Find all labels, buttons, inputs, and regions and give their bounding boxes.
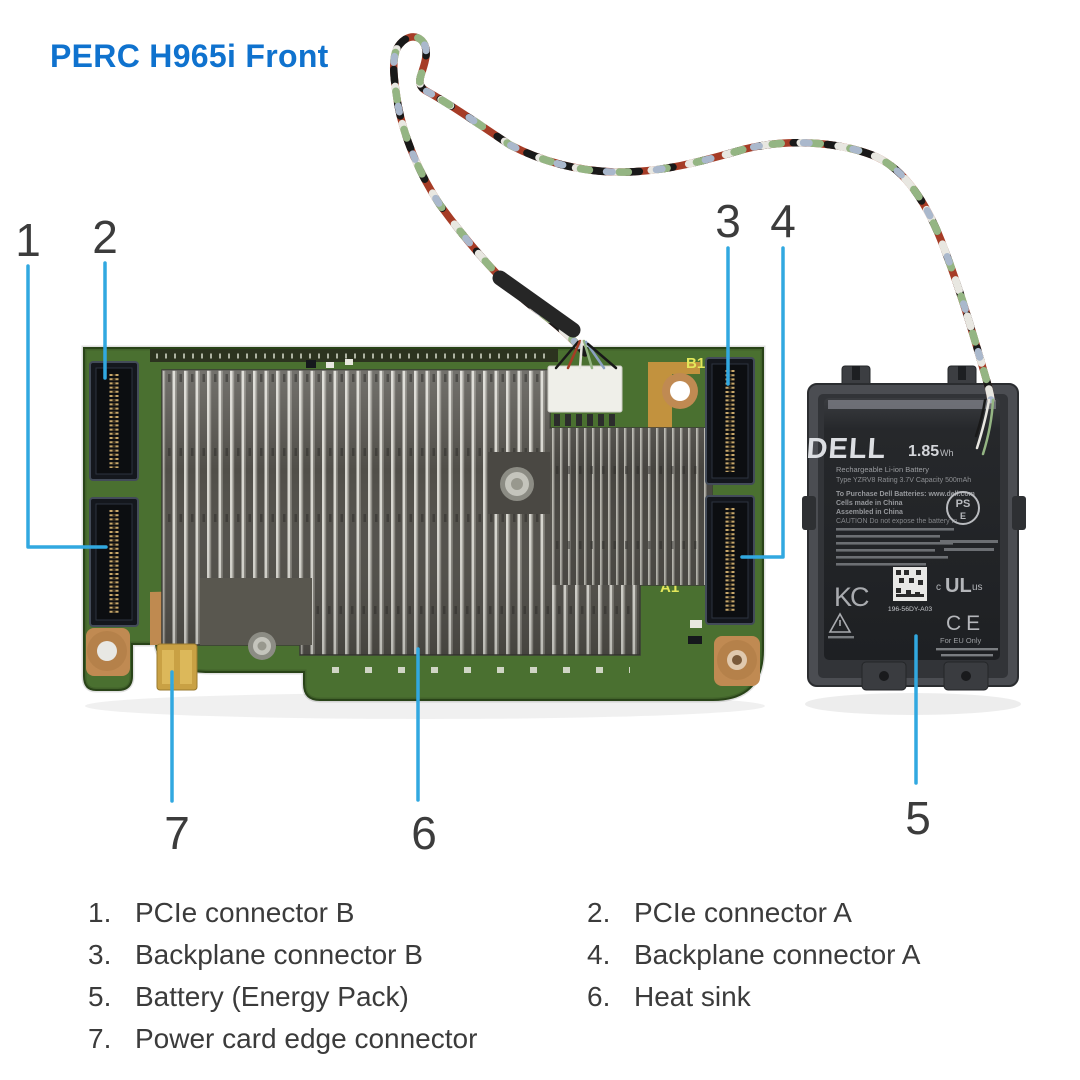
legend-item-4: 4. Backplane connector A	[587, 939, 920, 981]
mounting-hole-bottom-right	[717, 640, 757, 680]
warning-triangle-icon	[828, 612, 852, 633]
fine-print-bars	[836, 528, 998, 566]
legend-item-label: Backplane connector A	[634, 939, 921, 970]
leader-lines	[26, 246, 918, 803]
battery: DELL 1.85 Wh Rechargeable Li-ion Battery…	[802, 365, 1026, 691]
backplane-connector-b	[705, 357, 755, 485]
battery-capacity: 1.85	[908, 443, 939, 460]
svg-text:E: E	[960, 511, 966, 521]
battery-cable-connector	[547, 365, 623, 426]
callout-number-1: 1	[15, 214, 41, 266]
legend-item-number: 2.	[587, 897, 611, 928]
callout-number-3: 3	[715, 195, 741, 247]
legend-column-right: 2. PCIe connector A 4. Backplane connect…	[587, 897, 920, 1065]
qr-code-icon	[893, 567, 927, 601]
battery-text-line3: To Purchase Dell Batteries: www.dell.com	[836, 491, 975, 498]
legend-item-7: 7. Power card edge connector	[88, 1023, 587, 1065]
leader-line-1	[26, 264, 108, 549]
legend-item-label: Power card edge connector	[135, 1023, 478, 1054]
eu-address-bars	[936, 648, 998, 657]
battery-label: DELL 1.85 Wh Rechargeable Li-ion Battery…	[805, 433, 998, 657]
battery-clip-right	[1012, 496, 1026, 530]
legend-item-number: 6.	[587, 981, 611, 1012]
battery-clip-left	[802, 496, 816, 530]
legend-item-6: 6. Heat sink	[587, 981, 920, 1023]
cable-battery-strands	[974, 398, 995, 456]
battery-text-line5: Assembled in China	[836, 509, 903, 516]
legend-item-label: Heat sink	[634, 981, 751, 1012]
callout-number-7: 7	[164, 807, 190, 859]
legend-item-label: Battery (Energy Pack)	[135, 981, 409, 1012]
board-label-b1: B1	[686, 355, 705, 372]
dell-logo: DELL	[805, 433, 887, 465]
svg-text:us: us	[972, 582, 983, 593]
legend-item-number: 3.	[88, 939, 112, 970]
callout-number-6: 6	[411, 807, 437, 859]
svg-text:UL: UL	[945, 575, 972, 597]
heat-sink-screw-center	[500, 467, 534, 501]
battery-feet	[861, 661, 989, 691]
legend-item-1: 1. PCIe connector B	[88, 897, 587, 939]
pse-mark-icon: PS E	[946, 491, 980, 525]
pcie-connector-a	[89, 361, 139, 481]
legend: 1. PCIe connector B 3. Backplane connect…	[88, 897, 920, 1065]
kc-mark-icon: KC	[834, 582, 869, 612]
power-card-edge-connector	[156, 643, 198, 691]
heat-sink	[161, 369, 713, 660]
legend-item-label: Backplane connector B	[135, 939, 423, 970]
legend-item-number: 1.	[88, 897, 112, 928]
battery-text-line6: CAUTION Do not expose the battery to	[836, 518, 957, 525]
battery-text-line4: Cells made in China	[836, 500, 903, 507]
mounting-hole-top-right	[662, 373, 698, 409]
svg-text:c: c	[936, 582, 941, 593]
leader-line-4	[740, 246, 785, 559]
cable-sheath	[492, 270, 581, 338]
legend-item-3: 3. Backplane connector B	[88, 939, 587, 981]
heat-sink-screw-left	[248, 632, 276, 660]
legend-item-number: 5.	[88, 981, 112, 1012]
battery-capacity-unit: Wh	[940, 448, 954, 458]
callout-number-4: 4	[770, 195, 796, 247]
pcie-connector-b	[89, 497, 139, 627]
legend-item-label: PCIe connector A	[634, 897, 852, 928]
ul-mark-icon: c UL us	[936, 575, 983, 597]
legend-item-number: 4.	[587, 939, 611, 970]
svg-text:PS: PS	[956, 498, 971, 510]
callout-number-2: 2	[92, 211, 118, 263]
cable-fanout-wires	[554, 339, 618, 370]
cable-strand-blue	[390, 33, 995, 404]
backplane-connector-a	[705, 495, 755, 625]
page-title: PERC H965i Front	[50, 38, 329, 74]
battery-cable	[389, 33, 995, 456]
heat-sink-clip-rows	[168, 374, 708, 614]
battery-part-number: 196-56DY-A03	[888, 606, 933, 613]
eu-note: For EU Only	[940, 636, 982, 645]
legend-item-2: 2. PCIe connector A	[587, 897, 920, 939]
legend-item-number: 7.	[88, 1023, 112, 1054]
legend-item-label: PCIe connector B	[135, 897, 355, 928]
battery-text-line1: Rechargeable Li-ion Battery	[836, 465, 929, 474]
legend-item-5: 5. Battery (Energy Pack)	[88, 981, 587, 1023]
battery-text-line2: Type YZRV8 Rating 3.7V Capacity 500mAh	[836, 477, 971, 484]
callout-number-5: 5	[905, 792, 931, 844]
mounting-hole-bottom-left	[87, 631, 127, 671]
legend-column-left: 1. PCIe connector B 3. Backplane connect…	[88, 897, 587, 1065]
ce-mark-icon: CE	[946, 612, 985, 635]
